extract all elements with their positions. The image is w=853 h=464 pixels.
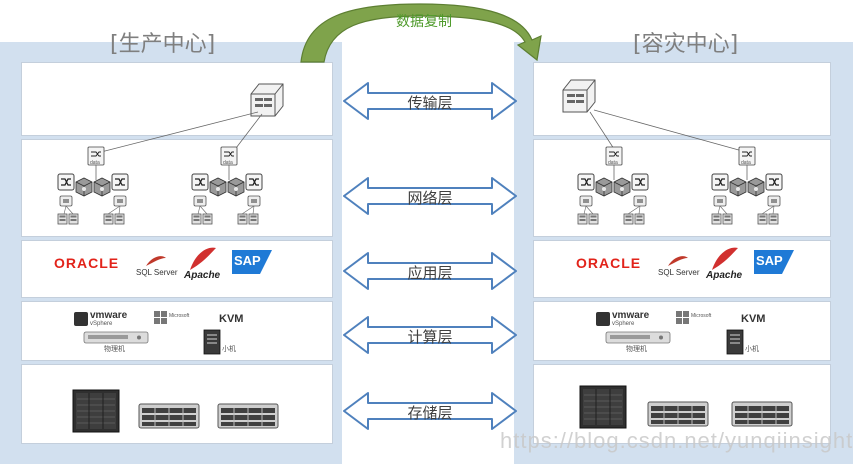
apache-feather-icon xyxy=(190,247,216,270)
production-storage-array-icon xyxy=(217,403,279,429)
production-compute-layer xyxy=(21,301,333,361)
vmware-badge-icon xyxy=(74,312,88,326)
disaster-blade-server-icon xyxy=(605,331,671,344)
production-storage-array-icon xyxy=(138,403,200,429)
disaster-transport-device-icon xyxy=(562,79,596,113)
mini-machine-caption: 小机 xyxy=(222,346,236,353)
physical-machine-caption: 物理机 xyxy=(104,346,125,353)
vmware-logo-text: vmware xyxy=(612,310,650,321)
microsoft-logo-icon xyxy=(676,311,689,324)
production-center-title: [生产中心] xyxy=(110,32,216,57)
vmware-logo-text: vmware xyxy=(90,310,128,321)
production-tower-server-icon xyxy=(203,329,221,355)
network-layer-label: 网络层 xyxy=(407,189,453,207)
disaster-tower-server-icon xyxy=(726,329,744,355)
disaster-storage-array-icon xyxy=(647,401,709,427)
production-storage-rack-icon xyxy=(72,389,120,433)
storage-layer-label: 存储层 xyxy=(407,404,453,422)
network-data-label: data xyxy=(608,160,618,166)
sql-server-logo-text: SQL Server xyxy=(658,268,700,277)
transport-layer-label: 传输层 xyxy=(407,94,453,112)
sap-logo-box xyxy=(232,250,272,274)
network-data-label: data xyxy=(223,160,233,166)
microsoft-logo-text: Microsoft xyxy=(169,313,190,319)
network-data-label: data xyxy=(90,160,100,166)
sap-logo-text: SAP xyxy=(234,253,261,268)
disaster-storage-rack-icon xyxy=(579,385,627,429)
oracle-logo: ORACLE xyxy=(54,255,120,271)
kvm-logo-text: KVM xyxy=(219,313,244,325)
sql-server-logo-icon xyxy=(146,256,166,266)
vsphere-logo-text: vSphere xyxy=(612,321,635,327)
production-blade-server-icon xyxy=(83,331,149,344)
apache-logo-text: Apache xyxy=(184,270,221,281)
production-application-layer xyxy=(21,240,333,298)
kvm-logo-text: KVM xyxy=(741,313,766,325)
disaster-network-group-2-icon xyxy=(712,174,782,224)
apache-logo-text: Apache xyxy=(706,270,743,281)
physical-machine-caption: 物理机 xyxy=(626,346,647,353)
apache-feather-icon xyxy=(712,247,738,270)
sap-logo-text: SAP xyxy=(756,253,783,268)
disaster-center-title: [容灾中心] xyxy=(633,32,739,57)
vsphere-logo-text: vSphere xyxy=(90,321,113,327)
mini-machine-caption: 小机 xyxy=(745,346,759,353)
replication-label: 数据复制 xyxy=(396,14,452,30)
disaster-network-group-1-icon xyxy=(578,174,648,224)
sap-logo-box xyxy=(754,250,794,274)
compute-layer-label: 计算层 xyxy=(407,328,453,346)
replication-arrow xyxy=(300,3,542,63)
microsoft-logo-text: Microsoft xyxy=(691,313,712,319)
production-network-group-1-icon xyxy=(58,174,128,224)
disaster-storage-array-icon xyxy=(731,401,793,427)
sql-server-logo-text: SQL Server xyxy=(136,268,178,277)
network-data-label: data xyxy=(741,160,751,166)
production-transport-device-icon xyxy=(250,83,284,117)
microsoft-logo-icon xyxy=(154,311,167,324)
disaster-transport-layer xyxy=(533,62,831,136)
vmware-badge-icon xyxy=(596,312,610,326)
application-layer-label: 应用层 xyxy=(407,264,453,282)
production-network-group-2-icon xyxy=(192,174,262,224)
oracle-logo: ORACLE xyxy=(576,255,642,271)
watermark: https://blog.csdn.net/yunqiinsight xyxy=(500,428,853,453)
sql-server-logo-icon xyxy=(668,256,688,266)
